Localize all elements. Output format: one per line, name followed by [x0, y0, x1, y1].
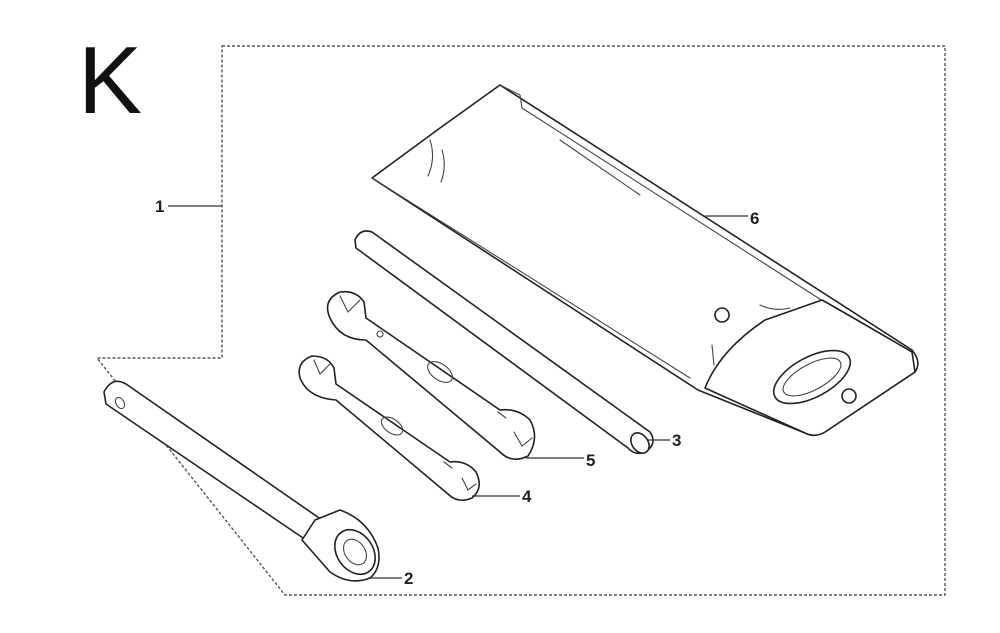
wrench-large-center-mark: [427, 361, 453, 383]
wrench-small-jaw-bottom: [461, 477, 477, 491]
handle-bar: [354, 230, 654, 455]
handle-bar-body: [354, 230, 654, 455]
callout-6-number: 6: [750, 209, 759, 228]
section-label: K: [78, 27, 142, 134]
tool-bag-flap-crease-1: [711, 344, 715, 366]
tool-bag-snap-bottom: [841, 388, 857, 404]
assembly-frame: [95, 45, 946, 596]
wrench-large-size-mark: [497, 411, 507, 419]
tool-bag-crease-3: [559, 139, 641, 196]
tool-bag-flap-crease-2: [759, 304, 791, 311]
callout-3: 3: [648, 431, 681, 450]
callout-2: 2: [368, 569, 413, 588]
tool-bag: [371, 84, 919, 437]
tool-bag-crease-2: [440, 149, 445, 183]
plug-wrench-socket-mouth: [334, 528, 376, 576]
handle-bar-end: [630, 432, 650, 454]
callout-4: 4: [472, 487, 532, 506]
callout-2-number: 2: [404, 569, 413, 588]
callout-4-number: 4: [522, 487, 532, 506]
tool-bag-logo: [772, 349, 852, 405]
plug-wrench-hole: [114, 396, 126, 410]
wrench-small-center-mark: [380, 416, 404, 436]
tool-bag-fold-top: [371, 177, 691, 379]
wrench-large-jaw-top: [339, 295, 361, 313]
tool-bag-crease-1: [427, 139, 434, 177]
plug-wrench: [103, 380, 380, 582]
callout-1: 1: [155, 197, 222, 216]
tool-bag-seam: [499, 84, 841, 313]
tool-bag-logo-inner: [782, 357, 842, 397]
plug-wrench-shaft: [103, 380, 323, 541]
wrench-small-jaw-top: [313, 359, 331, 375]
plug-wrench-socket-inner: [342, 538, 368, 566]
tool-bag-snap-top: [714, 307, 730, 323]
wrench-large-hole: [376, 330, 384, 338]
wrench-small-body: [298, 355, 480, 502]
wrench-small: [298, 355, 480, 502]
callout-5-number: 5: [586, 451, 595, 470]
wrench-small-size-mark: [443, 461, 453, 469]
wrench-large-jaw-bottom: [513, 431, 533, 447]
callout-5: 5: [526, 451, 595, 470]
callout-6: 6: [705, 209, 759, 228]
callout-3-number: 3: [672, 431, 681, 450]
callout-1-number: 1: [155, 197, 164, 216]
wrench-large: [326, 290, 536, 460]
